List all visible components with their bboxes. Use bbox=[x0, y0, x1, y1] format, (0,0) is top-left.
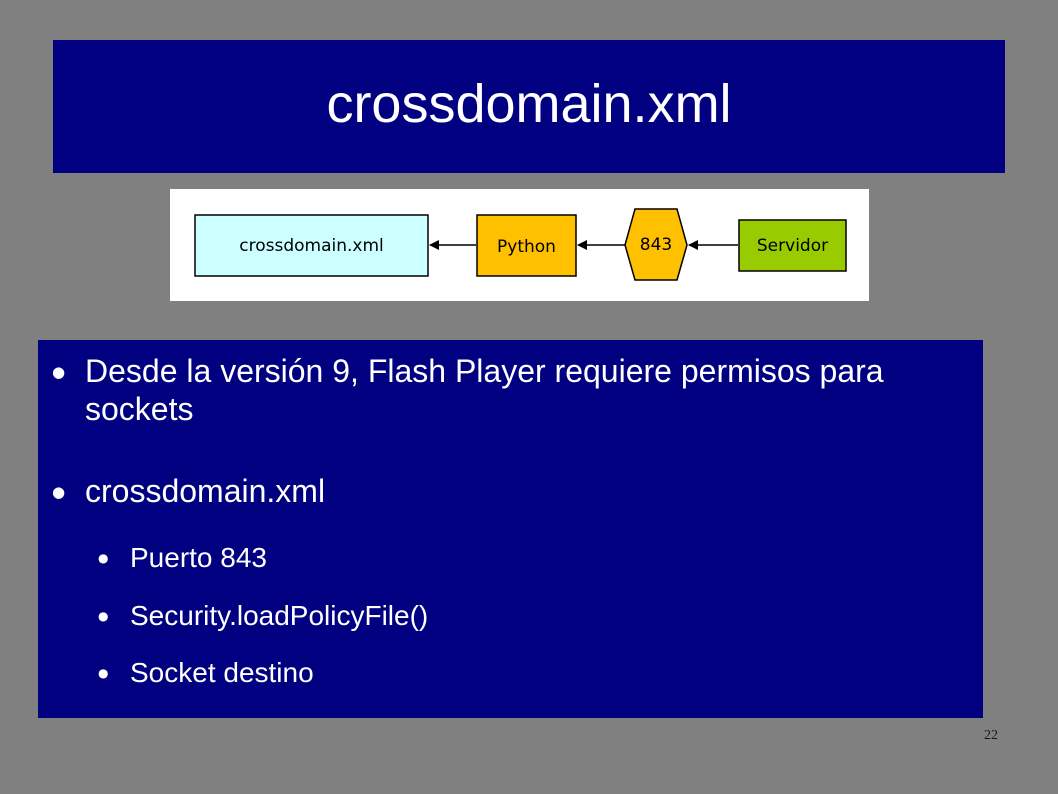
sub-bullet-marker-icon: ● bbox=[98, 609, 109, 623]
sub-bullet-item: ● Socket destino bbox=[98, 657, 314, 689]
flow-diagram-svg: crossdomain.xml Python 843 Servidor bbox=[194, 208, 847, 281]
node-servidor-label: Servidor bbox=[757, 236, 828, 256]
slide-title: crossdomain.xml bbox=[326, 73, 732, 134]
bullet-marker-icon: ● bbox=[52, 363, 66, 381]
node-crossdomain-xml-label: crossdomain.xml bbox=[239, 236, 384, 256]
node-python: Python bbox=[476, 214, 577, 277]
node-843: 843 bbox=[624, 208, 688, 281]
title-banner: crossdomain.xml bbox=[53, 40, 1005, 173]
sub-bullet-marker-icon: ● bbox=[98, 666, 109, 680]
node-843-label: 843 bbox=[640, 235, 672, 255]
sub-bullet-text: Security.loadPolicyFile() bbox=[130, 600, 429, 631]
bullet-text: Desde la versión 9, Flash Player requier… bbox=[85, 353, 884, 427]
slide-number: 22 bbox=[984, 728, 998, 743]
node-crossdomain-xml: crossdomain.xml bbox=[194, 214, 429, 277]
sub-bullet-item: ● Security.loadPolicyFile() bbox=[98, 600, 428, 632]
sub-bullet-item: ● Puerto 843 bbox=[98, 542, 267, 574]
content-panel: ● Desde la versión 9, Flash Player requi… bbox=[38, 340, 983, 718]
sub-bullet-text: Socket destino bbox=[130, 657, 314, 688]
node-servidor: Servidor bbox=[738, 219, 847, 272]
bullet-marker-icon: ● bbox=[52, 483, 66, 501]
bullet-item: ● Desde la versión 9, Flash Player requi… bbox=[52, 352, 952, 428]
bullet-item: ● crossdomain.xml bbox=[52, 472, 952, 510]
flow-diagram: crossdomain.xml Python 843 Servidor bbox=[170, 189, 869, 301]
sub-bullet-marker-icon: ● bbox=[98, 551, 109, 565]
node-python-label: Python bbox=[497, 237, 556, 257]
sub-bullet-text: Puerto 843 bbox=[130, 542, 267, 573]
bullet-text: crossdomain.xml bbox=[85, 473, 326, 509]
